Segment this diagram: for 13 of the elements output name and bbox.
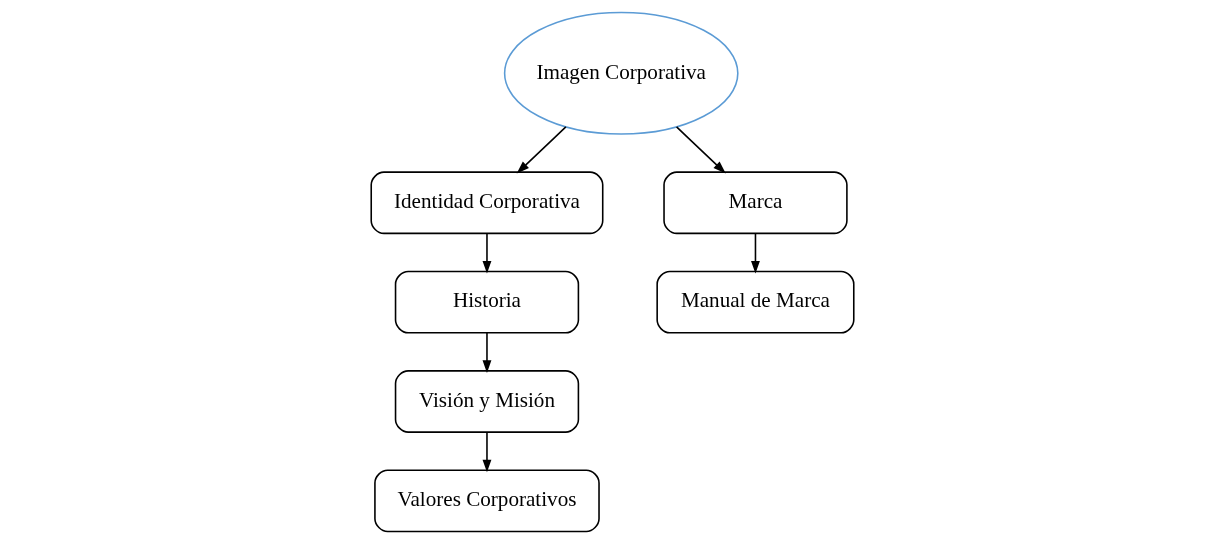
node-box: Marca (662, 171, 848, 235)
node-box: Manual de Marca (655, 270, 855, 334)
node-box: Valores Corporativos (373, 469, 600, 533)
arrow (482, 431, 491, 473)
arrow (750, 232, 760, 274)
arrow (482, 232, 491, 274)
arrow (516, 126, 567, 174)
node-ellipse: Imagen Corporativa (503, 11, 739, 135)
node-box: Historia (394, 270, 579, 334)
arrow (675, 126, 726, 174)
node-box: Visión y Misión (394, 370, 579, 433)
node-box: Identidad Corporativa (369, 171, 603, 235)
arrow (482, 332, 491, 373)
